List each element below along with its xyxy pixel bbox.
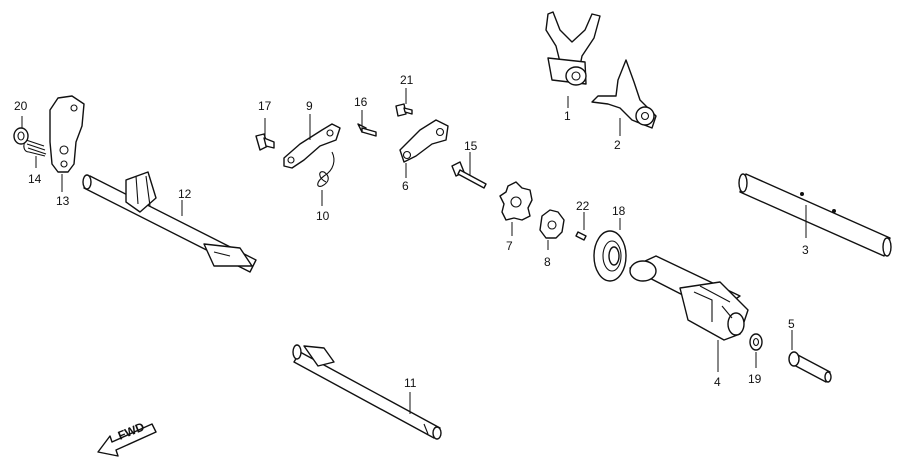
part-14-return-spring (23, 139, 47, 157)
callout-17: 17 (258, 99, 272, 113)
part-20-oil-seal (13, 127, 29, 145)
part-4-shift-drum (629, 255, 749, 341)
callout-20: 20 (14, 99, 28, 113)
part-5-pin (788, 351, 832, 383)
callout-7: 7 (506, 239, 513, 253)
callout-18: 18 (612, 204, 626, 218)
part-7-star-cam (499, 181, 533, 221)
callout-8: 8 (544, 255, 551, 269)
fwd-direction-indicator: FWD (97, 419, 157, 457)
part-8-cam-plate (539, 209, 565, 239)
callout-13: 13 (56, 194, 70, 208)
part-16-screw (357, 123, 377, 137)
callout-1: 1 (564, 109, 571, 123)
part-19-washer (749, 333, 763, 351)
part-1-shift-fork (545, 11, 601, 86)
part-21-bolt (395, 103, 413, 117)
callout-9: 9 (306, 99, 313, 113)
part-13-guide-plate (49, 95, 85, 173)
part-3-fork-shaft (738, 173, 892, 257)
part-9-shift-arm (283, 123, 341, 169)
callout-14: 14 (28, 172, 42, 186)
part-10-spring (317, 151, 335, 187)
callout-15: 15 (464, 139, 478, 153)
callout-3: 3 (802, 243, 809, 257)
part-12-shift-shaft (82, 171, 257, 273)
part-18-bearing (593, 230, 627, 282)
callout-4: 4 (714, 375, 721, 389)
part-15-bolt (451, 161, 487, 189)
part-17-bolt (255, 133, 275, 151)
callout-11: 11 (404, 376, 417, 390)
part-22-dowel-pin (575, 231, 587, 241)
callout-19: 19 (748, 372, 762, 386)
callout-21: 21 (400, 73, 414, 87)
arrow-left-down-icon (97, 423, 157, 457)
callout-10: 10 (316, 209, 330, 223)
part-2-shift-fork (591, 59, 657, 129)
part-11-gearshift-spindle (292, 344, 442, 440)
callout-6: 6 (402, 179, 409, 193)
part-6-stopper-arm (399, 119, 449, 163)
callout-16: 16 (354, 95, 368, 109)
callout-5: 5 (788, 317, 795, 331)
callout-22: 22 (576, 199, 590, 213)
callout-12: 12 (178, 187, 192, 201)
callout-2: 2 (614, 138, 621, 152)
